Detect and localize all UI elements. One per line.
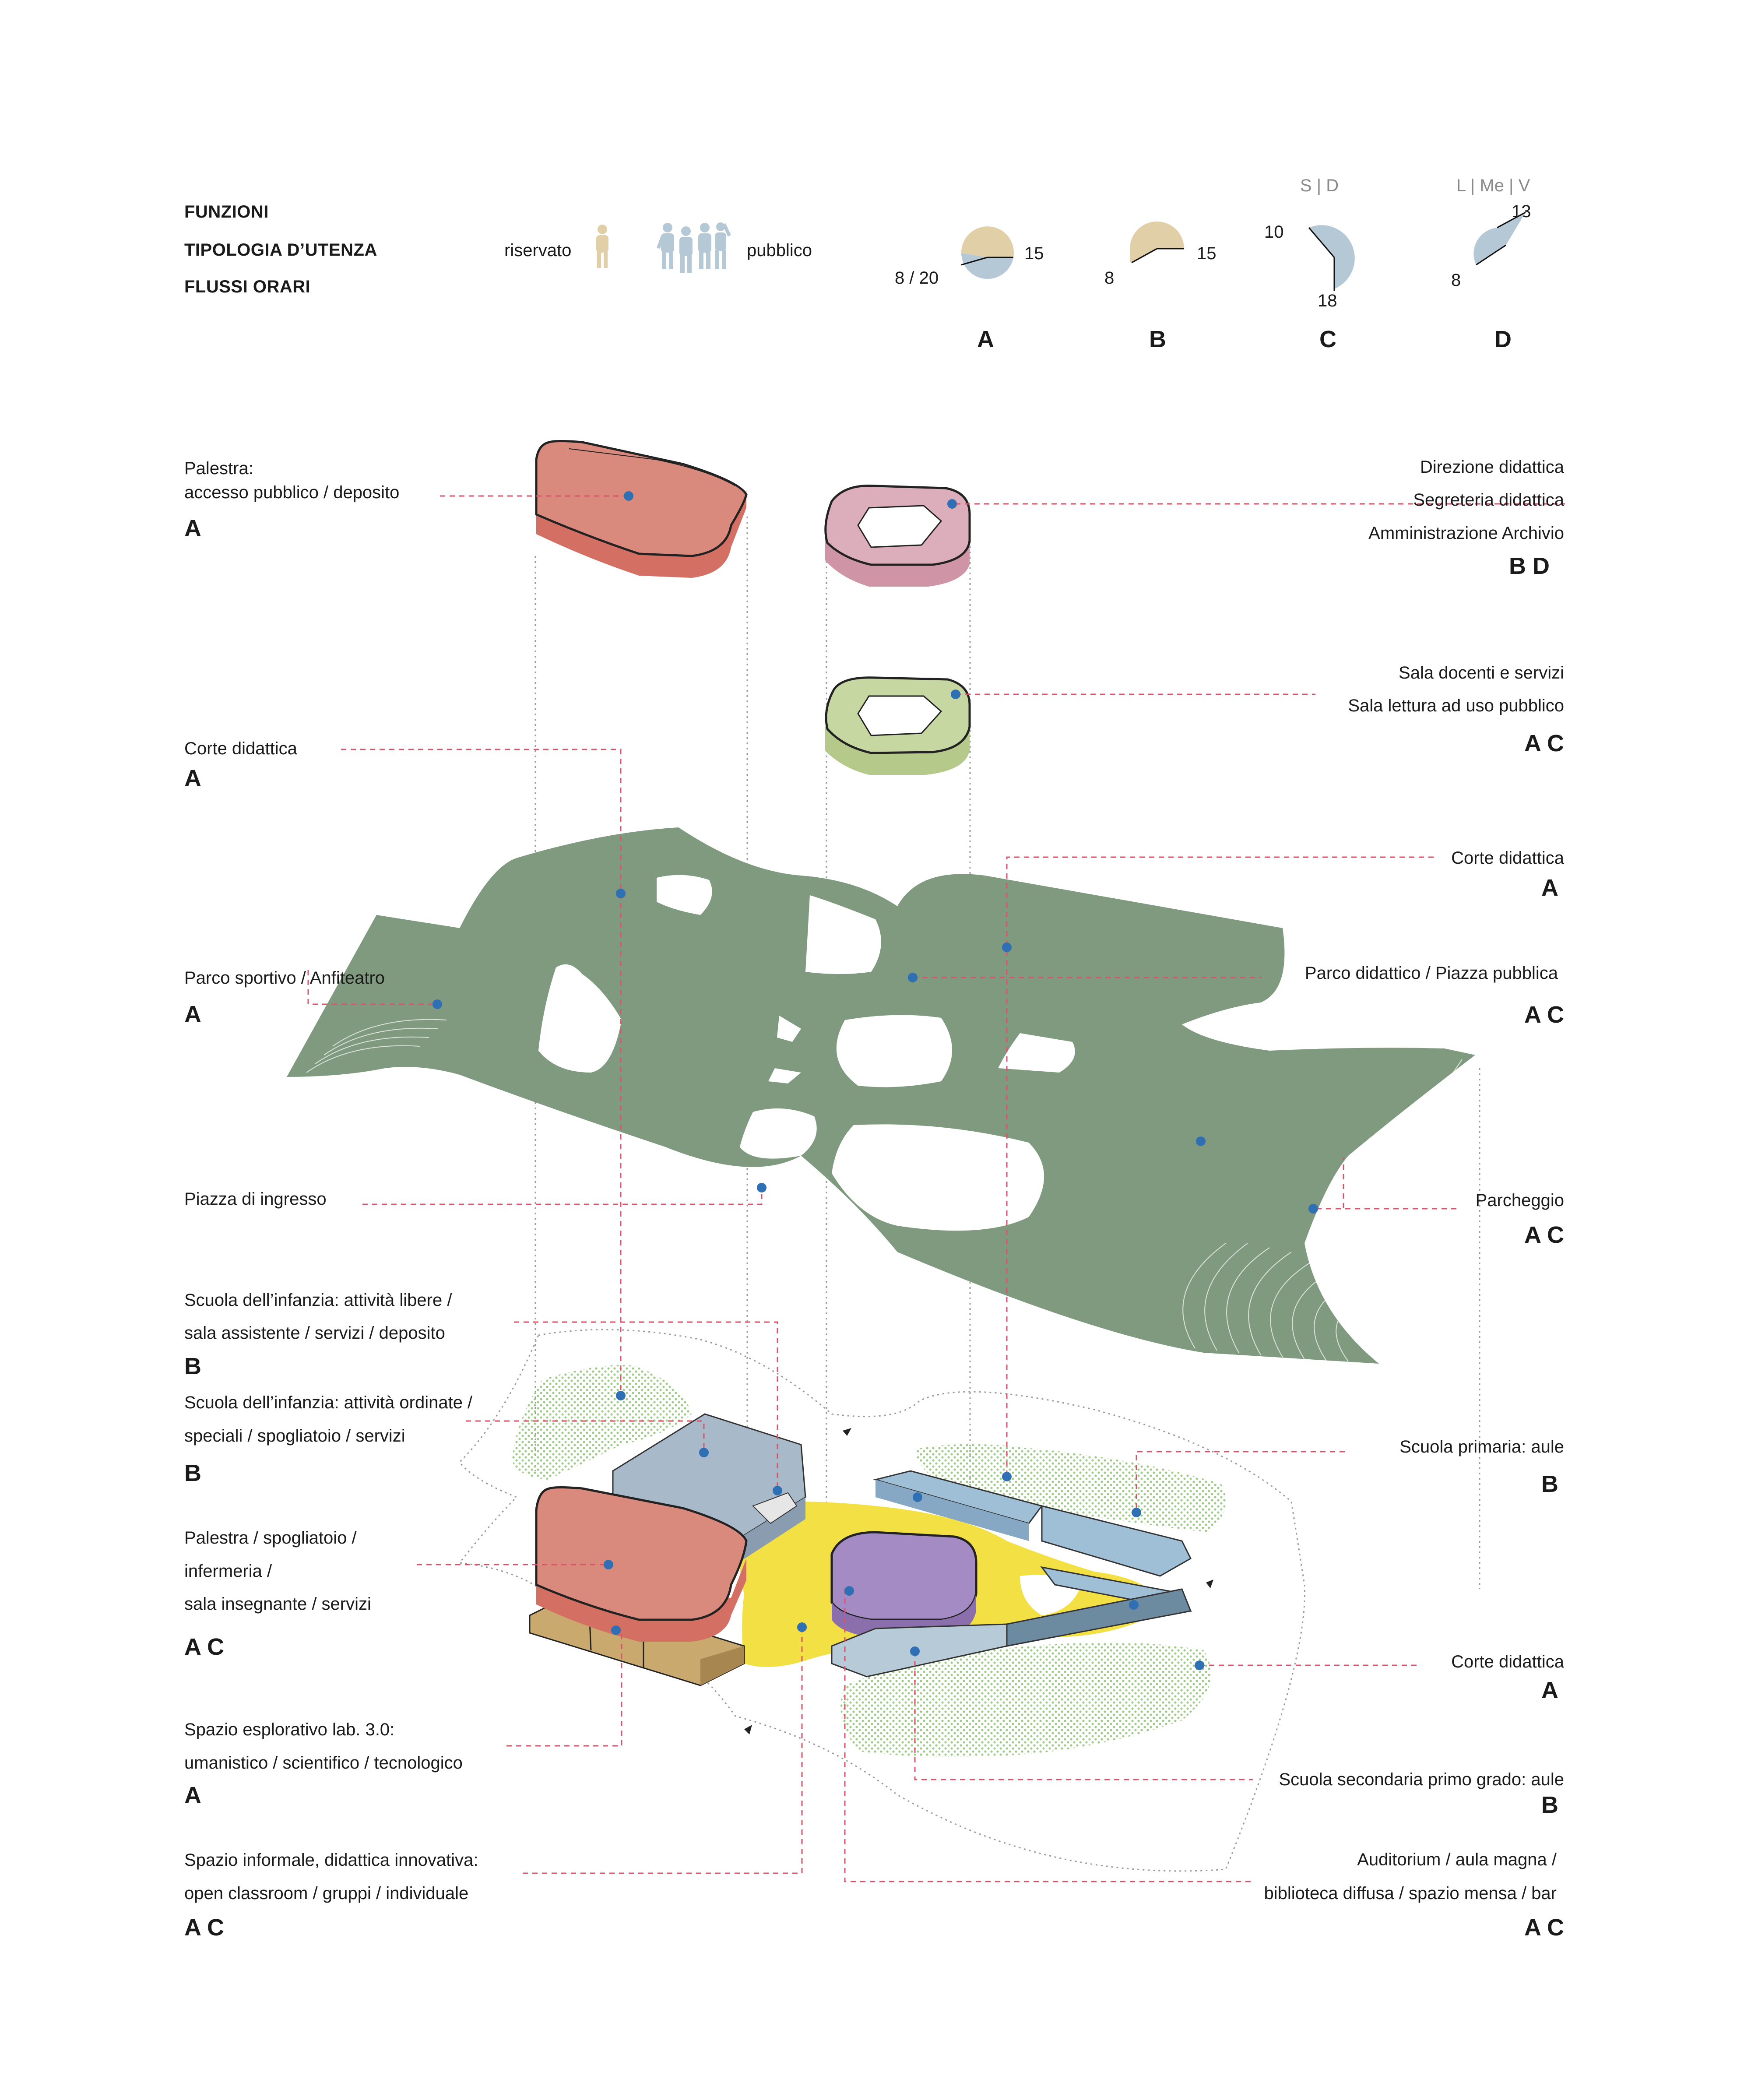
callout-right-1-code: B D [1509,553,1550,579]
callout-left-6-line-2: speciali / spogliatoio / servizi [184,1426,405,1446]
callout-left-7-line-2: infermeria / [184,1562,272,1581]
schedule-b-label-start: 8 [1104,268,1115,288]
callout-left-8-line-1: Spazio esplorativo lab. 3.0: [184,1720,395,1739]
callout-left-1-code: A [184,515,201,542]
callout-left-7-line-1: Palestra / spogliatoio / [184,1528,357,1548]
callout-right-9-line-2: biblioteca diffusa / spazio mensa / bar [1264,1884,1557,1903]
schedule-a-code: A [977,326,994,352]
legend-reserved-label: riservato [504,241,572,260]
callout-right-8-code: B [1541,1792,1558,1818]
schedule-d-dial [1473,211,1526,266]
schedule-a-label-start: 8 / 20 [895,268,939,288]
callout-right-7-line-1: Corte didattica [1451,1652,1564,1671]
schedule-c-label-start: 10 [1264,222,1284,242]
admin-upper-ring [824,484,971,587]
callout-left-3-line-1: Parco sportivo / Anfiteatro [184,968,385,988]
callout-right-4-line-1: Parco didattico / Piazza pubblica [1304,964,1558,983]
callout-right-1-line-3: Amministrazione Archivio [1368,524,1564,543]
schedule-b-dial [1130,222,1184,264]
callout-right-3-code: A [1541,875,1558,901]
schedule-c-days: S | D [1300,176,1339,195]
schedule-b-code: B [1149,326,1166,352]
teachers-upper-ring [825,676,971,775]
callout-left-9-code: A C [184,1914,224,1941]
callout-right-6-code: B [1541,1471,1558,1497]
callout-left-7-code: A C [184,1634,224,1660]
schedule-c-code: C [1319,326,1336,352]
callout-left-4-line-1: Piazza di ingresso [184,1189,327,1209]
legend-heading-flussi: FLUSSI ORARI [184,277,311,296]
legend-heading-tipologia: TIPOLOGIA D’UTENZA [184,240,377,260]
callout-right-9-code: A C [1524,1914,1564,1941]
schedule-d-code: D [1494,326,1512,352]
schedule-d-days: L | Me | V [1456,176,1530,195]
callout-right-7-code: A [1541,1677,1558,1703]
callout-left-9-line-2: open classroom / gruppi / individuale [184,1884,469,1903]
markers [432,491,1318,1670]
callout-left-2-code: A [184,765,201,791]
legend-public-label: pubblico [747,241,812,260]
callout-right-1-line-1: Direzione didattica [1420,457,1564,477]
callout-right-2-line-1: Sala docenti e servizi [1399,663,1564,682]
callout-right-2-line-2: Sala lettura ad uso pubblico [1348,696,1564,715]
callout-left-8-line-2: umanistico / scientifico / tecnologico [184,1753,463,1773]
callout-right-5-code: A C [1524,1222,1564,1248]
schedule-c-label-end: 18 [1318,291,1337,310]
landscape-plane [287,827,1475,1364]
callout-left-1-line-1: Palestra: [184,459,253,478]
schedule-b-label-end: 15 [1197,244,1217,263]
callout-left-5-line-1: Scuola dell’infanzia: attività libere / [184,1291,452,1310]
callout-right-6-line-1: Scuola primaria: aule [1399,1437,1564,1456]
callout-right-9-line-1: Auditorium / aula magna / [1357,1850,1557,1869]
callout-left-9-line-1: Spazio informale, didattica innovativa: [184,1850,478,1870]
callout-right-1-line-2: Segreteria didattica [1413,490,1564,510]
gym-upper-volume [535,440,748,578]
schedule-a-label-end: 15 [1024,244,1044,263]
callout-left-3-code: A [184,1001,201,1027]
schedule-a-dial [961,226,1014,279]
callout-right-5-line-1: Parcheggio [1475,1191,1564,1210]
callout-left-7-line-3: sala insegnante / servizi [184,1594,371,1614]
schedule-d-label-start: 8 [1451,271,1461,290]
callout-right-3-line-1: Corte didattica [1451,848,1564,868]
leader-lines [307,495,1565,1882]
callout-right-2-code: A C [1524,730,1564,756]
callout-left-5-code: B [184,1353,201,1379]
callout-right-4-code: A C [1524,1002,1564,1028]
callout-left-8-code: A [184,1782,201,1808]
legend-heading-funzioni: FUNZIONI [184,202,269,222]
ground-floor-plan [458,1329,1305,1872]
callout-left-6-line-1: Scuola dell’infanzia: attività ordinate … [184,1393,473,1412]
person-icon [596,225,608,268]
callout-left-2-line-1: Corte didattica [184,739,297,758]
callout-left-1-line-2: accesso pubblico / deposito [184,483,400,502]
callout-left-6-code: B [184,1460,201,1486]
callout-right-8-line-1: Scuola secondaria primo grado: aule [1279,1770,1564,1789]
schedule-c-dial [1308,225,1355,291]
callout-left-5-line-2: sala assistente / servizi / deposito [184,1323,445,1343]
crowd-icon [657,222,731,273]
